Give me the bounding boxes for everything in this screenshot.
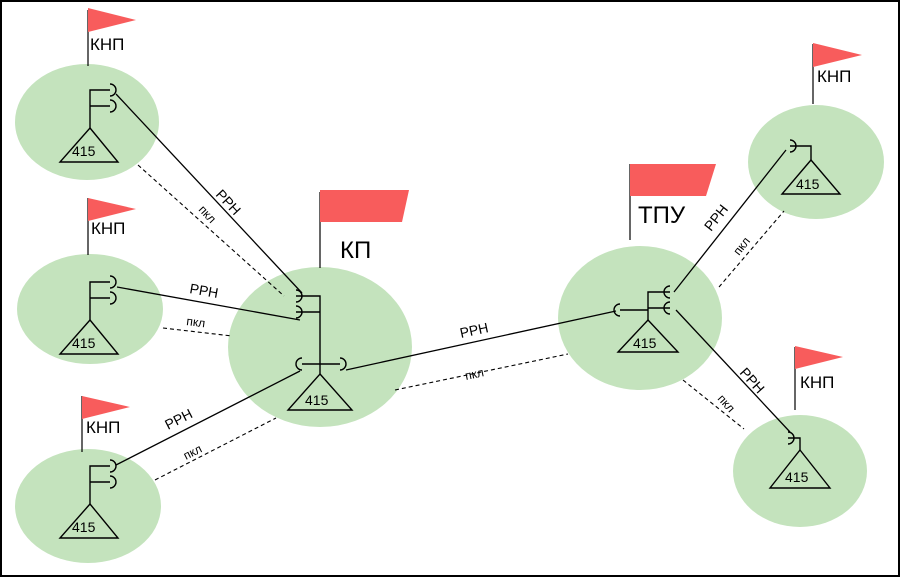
cable-link-2 <box>162 327 233 337</box>
antenna-icon <box>787 431 801 450</box>
tpu-node-ellipse <box>558 246 722 390</box>
antenna-icon <box>295 289 321 374</box>
station-number-3: 415 <box>72 519 96 535</box>
knp-node-2: КНП 415 <box>58 198 136 355</box>
cable-link-6 <box>682 379 745 430</box>
station-number-1: 415 <box>72 143 96 159</box>
link-label-cable-4: пкл <box>464 365 485 383</box>
station-triangle-icon <box>286 372 354 411</box>
flag-icon <box>320 190 409 222</box>
station-number-tpu: 415 <box>633 335 657 351</box>
antenna-icon <box>89 83 117 128</box>
knp-node-1-ellipse <box>15 64 159 180</box>
kp-label: КП <box>340 237 371 264</box>
cable-link-3 <box>154 417 277 481</box>
station-triangle-icon <box>616 318 680 353</box>
flag-icon <box>813 43 862 67</box>
flag-icon <box>88 8 136 32</box>
tpu-label: ТПУ <box>638 202 686 229</box>
flag-icon <box>795 346 843 369</box>
cable-link-5 <box>718 210 785 288</box>
knp-label-4: КНП <box>817 67 851 86</box>
radio-link-6 <box>675 309 791 433</box>
station-triangle-icon <box>58 502 120 539</box>
knp-node-1: КНП 415 <box>58 8 136 163</box>
antenna-icon <box>89 459 117 504</box>
station-triangle-icon <box>780 158 842 195</box>
station-number-kp: 415 <box>305 392 329 408</box>
knp-node-4-ellipse <box>748 105 884 219</box>
flag-icon <box>88 198 136 221</box>
antenna-icon <box>295 357 347 371</box>
radio-link-2 <box>116 286 301 321</box>
station-triangle-icon <box>768 448 832 489</box>
radio-link-1 <box>115 93 303 294</box>
knp-node-5: КНП 415 <box>768 346 843 489</box>
antenna-icon <box>647 285 671 320</box>
knp-label-5: КНП <box>800 373 834 392</box>
knp-node-4: КНП 415 <box>780 43 862 195</box>
knp-label-1: КНП <box>90 35 124 54</box>
radio-link-4 <box>345 310 617 371</box>
link-label-radio-2: РРН <box>188 280 219 301</box>
station-number-5: 415 <box>785 469 809 485</box>
knp-label-3: КНП <box>86 418 120 437</box>
antenna-icon <box>789 139 812 160</box>
station-triangle-icon <box>58 318 120 355</box>
antenna-icon <box>89 275 117 320</box>
tpu-node: ТПУ 415 <box>613 164 716 353</box>
radio-link-3 <box>115 370 301 466</box>
kp-node: КП 415 <box>286 190 409 411</box>
station-triangle-icon <box>58 126 120 163</box>
flag-icon <box>82 396 130 419</box>
station-number-4: 415 <box>796 176 820 192</box>
knp-node-5-ellipse <box>733 415 867 527</box>
link-label-radio-4: РРН <box>458 319 489 341</box>
knp-node-3: КНП 415 <box>58 396 130 539</box>
flag-icon <box>630 164 716 196</box>
station-number-2: 415 <box>72 335 96 351</box>
link-label-cable-2: пкл <box>186 314 206 330</box>
cable-link-4 <box>394 353 569 391</box>
knp-label-2: КНП <box>91 219 125 238</box>
radio-link-5 <box>673 149 787 293</box>
antenna-icon <box>613 303 648 317</box>
cable-link-1 <box>137 164 285 297</box>
